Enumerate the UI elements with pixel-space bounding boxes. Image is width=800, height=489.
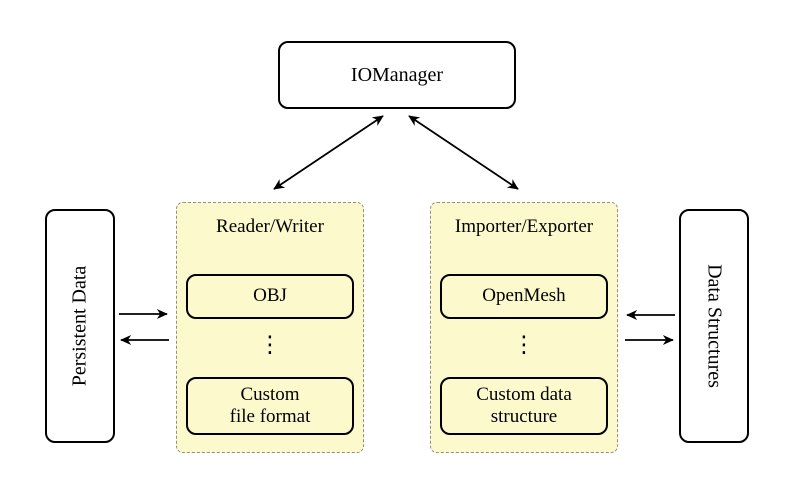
importer-exporter-title: Importer/Exporter [454, 216, 594, 237]
persistent-data-box [45, 209, 115, 443]
data-structures-box [679, 209, 749, 443]
data-structures-label: Data Structures [703, 264, 726, 388]
arrow-iomanager-readerwriter [273, 115, 384, 190]
iomanager-label: IOManager [350, 63, 444, 86]
openmesh-box: OpenMesh [440, 274, 608, 319]
arrow-iomanager-importerexporter [408, 115, 519, 190]
importer-exporter-group: Importer/Exporter OpenMesh ⋮ Custom data… [430, 202, 618, 453]
persistent-data-label: Persistent Data [68, 265, 91, 387]
custom-data-structure-label: Custom data structure [476, 383, 572, 427]
custom-file-format-label: Custom file format [229, 383, 311, 427]
reader-writer-ellipsis: ⋮ [258, 332, 282, 358]
importer-exporter-ellipsis: ⋮ [512, 332, 536, 358]
custom-data-structure-box: Custom data structure [440, 377, 608, 435]
iomanager-box: IOManager [278, 41, 516, 109]
obj-box: OBJ [186, 274, 354, 319]
openmesh-label: OpenMesh [482, 285, 566, 307]
obj-label: OBJ [253, 285, 287, 307]
custom-file-format-box: Custom file format [186, 377, 354, 435]
reader-writer-title: Reader/Writer [216, 216, 324, 237]
reader-writer-group: Reader/Writer OBJ ⋮ Custom file format [176, 202, 364, 453]
